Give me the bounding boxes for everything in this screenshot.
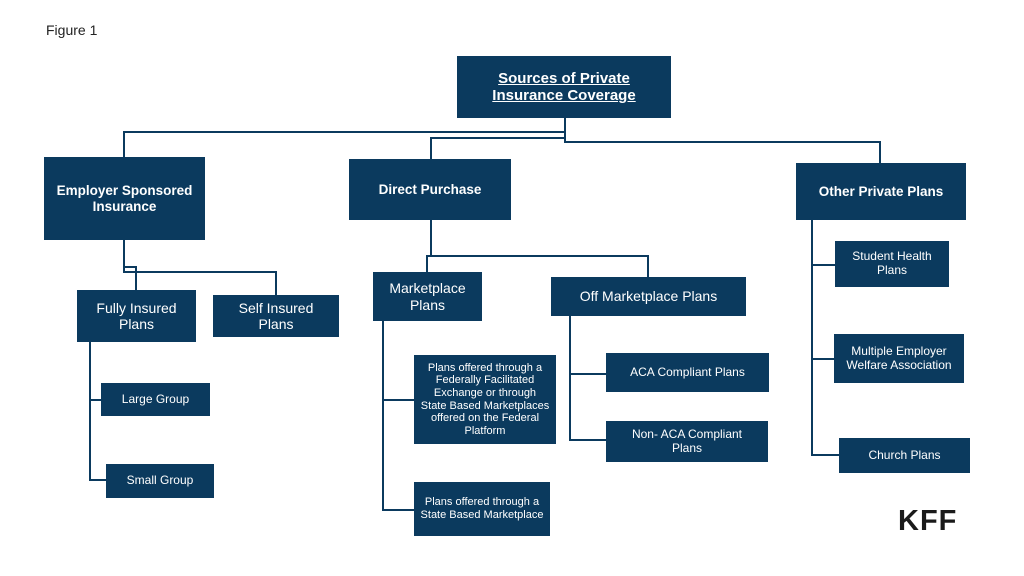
employer-sponsored-box: Employer Sponsored Insurance [44,157,205,240]
connector-marketplace-state [382,400,414,511]
other-private-plans-box: Other Private Plans [796,163,966,220]
other-private-plans-label: Other Private Plans [818,183,944,199]
connector-off-aca [569,316,606,375]
mewa-box: Multiple Employer Welfare Association [834,334,964,383]
connector-other-mewa [811,265,834,360]
connector-direct-marketplace [426,220,432,272]
small-group-box: Small Group [106,464,214,498]
non-aca-compliant-label: Non- ACA Compliant Plans [631,426,743,455]
off-marketplace-box: Off Marketplace Plans [551,277,746,316]
federal-exchange-box: Plans offered through a Federally Facili… [414,355,556,444]
title-box: Sources of Private Insurance Coverage [457,56,671,118]
connector-employer-fully [123,240,137,290]
direct-purchase-box: Direct Purchase [349,159,511,220]
fully-insured-label: Fully Insured Plans [96,299,177,332]
non-aca-compliant-box: Non- ACA Compliant Plans [606,421,768,462]
student-health-label: Student Health Plans [852,249,932,277]
aca-compliant-label: ACA Compliant Plans [630,364,745,379]
state-marketplace-box: Plans offered through a State Based Mark… [414,482,550,536]
mewa-label: Multiple Employer Welfare Association [846,343,952,372]
student-health-box: Student Health Plans [835,241,949,287]
connector-off-nonaca [569,374,606,441]
aca-compliant-box: ACA Compliant Plans [606,353,769,392]
title-text: Sources of Private Insurance Coverage [492,69,636,104]
connector-other-church [811,359,839,456]
self-insured-label: Self Insured Plans [238,299,314,332]
marketplace-plans-label: Marketplace Plans [389,280,466,313]
large-group-box: Large Group [101,383,210,416]
church-plans-box: Church Plans [839,438,970,473]
connector-root-other [564,132,881,163]
direct-purchase-label: Direct Purchase [378,181,482,197]
figure-label: Figure 1 [46,22,98,38]
connector-direct-off [431,255,649,277]
state-marketplace-label: Plans offered through a State Based Mark… [420,496,544,521]
off-marketplace-label: Off Marketplace Plans [579,288,718,305]
connector-root-employer [123,118,566,157]
kff-logo: KFF [898,505,958,537]
church-plans-label: Church Plans [868,447,941,462]
employer-sponsored-label: Employer Sponsored Insurance [56,182,193,214]
connector-other-student [811,220,835,266]
connector-fully-small [89,400,106,481]
small-group-label: Small Group [126,473,194,488]
connector-employer-self [123,267,277,295]
connector-fully-large [89,342,101,401]
connector-marketplace-federal [382,321,414,401]
marketplace-plans-box: Marketplace Plans [373,272,482,321]
federal-exchange-label: Plans offered through a Federally Facili… [420,361,550,437]
connector-root-direct [430,132,566,159]
large-group-label: Large Group [121,391,190,406]
self-insured-box: Self Insured Plans [213,295,339,337]
fully-insured-box: Fully Insured Plans [77,290,196,342]
